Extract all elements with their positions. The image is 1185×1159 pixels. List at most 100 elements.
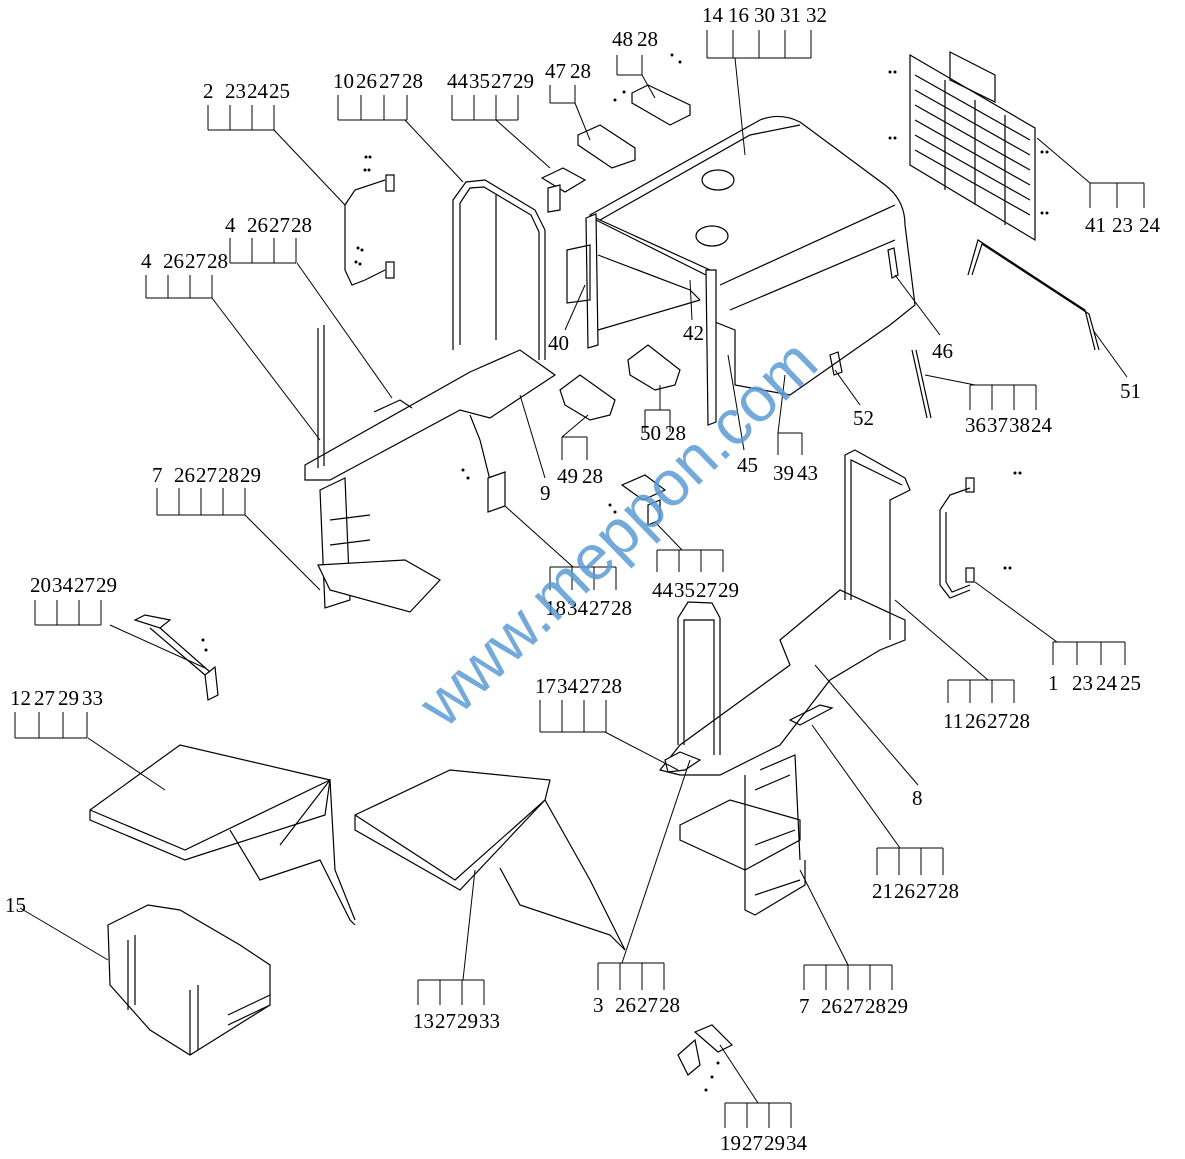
callout-number: 29 [58, 686, 79, 710]
callout-42: 42 [683, 279, 704, 345]
callout-number: 27 [269, 213, 290, 237]
fastener-clusters [201, 53, 1049, 1092]
callout-number: 29 [457, 1009, 478, 1033]
callout-number: 34 [567, 596, 589, 620]
callout-number: 28 [601, 674, 622, 698]
callout-number: 18 [545, 596, 566, 620]
callout-number: 27 [742, 1131, 763, 1155]
callout-number: 34 [557, 674, 579, 698]
callout-number: 4 [225, 213, 236, 237]
callout-number: 51 [1120, 379, 1141, 403]
callout-number: 27 [34, 686, 55, 710]
mounting-bracket-mid-part [620, 474, 667, 526]
callout-number: 29 [764, 1131, 785, 1155]
side-handrail-right-part [939, 477, 975, 599]
callout-number: 24 [1031, 413, 1053, 437]
left-platform-part [304, 325, 557, 481]
callout-number: 33 [82, 686, 103, 710]
callout-number: 48 [612, 27, 633, 51]
leader-line [244, 514, 321, 591]
leader-line [1036, 137, 1091, 184]
callout-number: 28 [611, 596, 632, 620]
engine-hood-part [588, 115, 916, 396]
callout-number: 19 [720, 1131, 741, 1155]
channel-bracket-49-part [559, 374, 616, 421]
right-platform-part [658, 589, 906, 776]
callout-number: 49 [557, 464, 578, 488]
leader-line [894, 599, 989, 681]
callout-number: 46 [932, 339, 953, 363]
callout-number: 28 [207, 249, 228, 273]
callout-45: 45 [727, 354, 758, 477]
callout-number: 23 [225, 79, 246, 103]
leader-line [689, 279, 693, 321]
callout-number: 28 [570, 59, 591, 83]
left-step-ladder-part [317, 477, 441, 613]
leader-line [814, 664, 919, 786]
callout-number: 4 [141, 249, 152, 273]
battery-box-part [107, 904, 271, 1056]
leader-line [727, 354, 745, 451]
callout-number: 27 [987, 709, 1008, 733]
callout-number: 12 [10, 686, 31, 710]
callout-number: 35 [469, 69, 490, 93]
callout-number: 26 [356, 69, 377, 93]
callout-number: 27 [696, 578, 717, 602]
callout-52: 52 [834, 369, 874, 430]
guard-rail-frame-part [452, 179, 546, 360]
callout-number: 42 [683, 321, 704, 345]
callout-number: 47 [545, 59, 566, 83]
callout-number: 41 [1085, 213, 1106, 237]
support-plate-18-part [487, 471, 506, 513]
callout-number: 25 [1120, 671, 1141, 695]
callout-number: 27 [843, 994, 864, 1018]
callout-number: 37 [987, 413, 1008, 437]
leader-line [621, 759, 691, 964]
leader-line [296, 262, 393, 399]
leader-line [211, 297, 321, 441]
callout-number: 2 [203, 79, 214, 103]
channel-bracket-48-part [631, 84, 691, 126]
callout-number: 44 [447, 69, 469, 93]
callout-number: 32 [806, 3, 827, 27]
right-platform-handrail-part [844, 449, 911, 640]
callout-number: 34 [786, 1131, 808, 1155]
step-bracket-17-part [664, 751, 702, 773]
leader-line [654, 521, 683, 551]
callout-number: 27 [74, 573, 95, 597]
callout-number: 20 [30, 573, 51, 597]
support-bracket-20-part [133, 614, 219, 701]
callout-number: 10 [333, 69, 354, 93]
callout-number: 13 [413, 1009, 434, 1033]
callout-number: 23 [1072, 671, 1093, 695]
callout-number: 27 [916, 879, 937, 903]
callout-number: 27 [185, 249, 206, 273]
callout-40: 40 [548, 284, 586, 355]
callout-number: 9 [540, 481, 551, 505]
callout-number: 30 [754, 3, 775, 27]
callout-number: 3 [593, 993, 604, 1017]
callout-number: 26 [174, 463, 195, 487]
platform-trim-21-part [788, 704, 834, 726]
radiator-grille-part [909, 51, 1036, 242]
callout-number: 26 [615, 993, 636, 1017]
channel-bracket-47-part [577, 124, 636, 169]
callout-number: 28 [291, 213, 312, 237]
leader-line [19, 907, 109, 961]
callout-number: 31 [780, 3, 801, 27]
right-step-ladder-part [679, 754, 806, 916]
